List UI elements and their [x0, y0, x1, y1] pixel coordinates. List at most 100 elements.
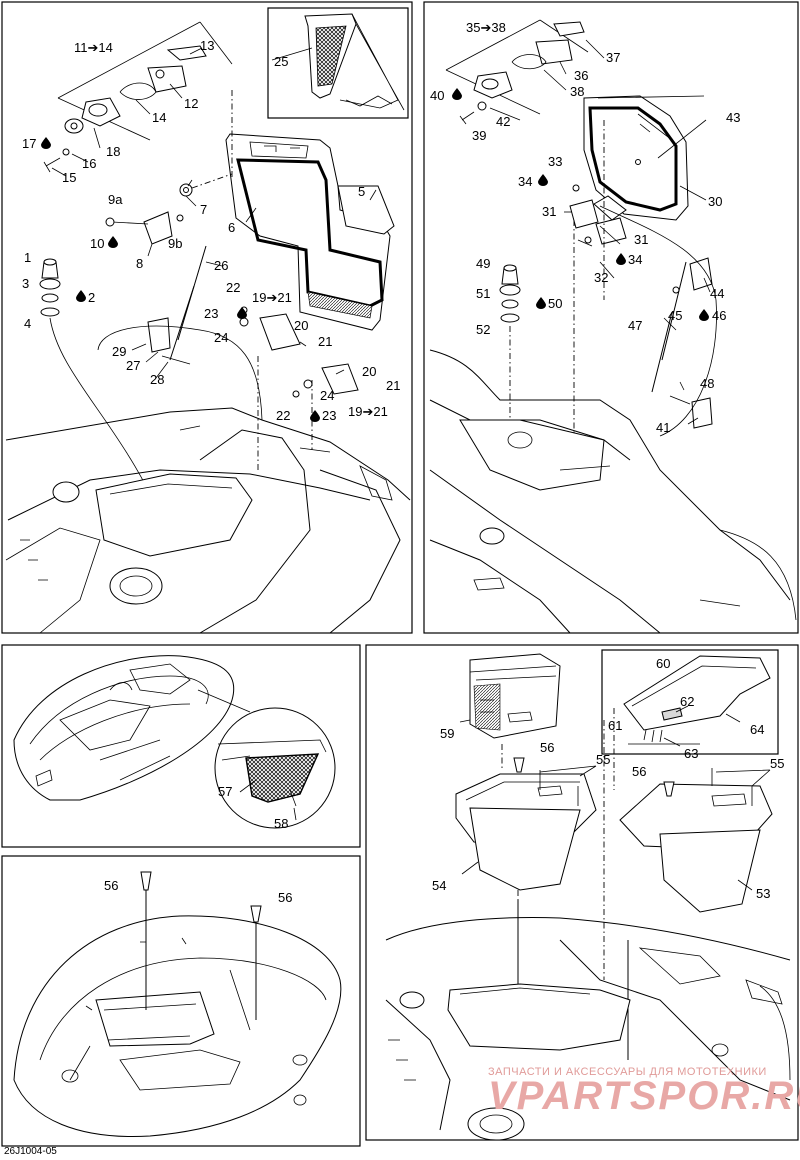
callout-42: 42	[496, 114, 510, 129]
callout-27: 27	[126, 358, 140, 373]
callout-8: 8	[136, 256, 143, 271]
callout-31a: 31	[542, 204, 556, 219]
rear-storage-drawing	[429, 19, 797, 634]
drop-icon	[76, 290, 86, 302]
callout-26: 26	[214, 258, 228, 273]
drop-icon	[41, 137, 51, 149]
diagram-code: 26J1004-05	[4, 1146, 57, 1157]
callout-25: 25	[274, 54, 288, 69]
storage-bins-drawing	[385, 649, 791, 1141]
front-bin-drawing	[13, 871, 342, 1137]
callout-64: 64	[750, 722, 764, 737]
callout-24b: 24	[320, 388, 334, 403]
callout-7: 7	[200, 202, 207, 217]
callout-60: 60	[656, 656, 670, 671]
callout-59: 59	[440, 726, 454, 741]
drop-icon	[616, 253, 626, 265]
watermark-logo: VPARTSPOR.RU	[488, 1074, 800, 1118]
callout-63: 63	[684, 746, 698, 761]
glovebox-overview-drawing	[13, 655, 336, 829]
callout-20b: 20	[362, 364, 376, 379]
callout-54: 54	[432, 878, 446, 893]
callout-34b: 34	[628, 252, 642, 267]
callout-18: 18	[106, 144, 120, 159]
tray-inset-box	[601, 649, 779, 755]
callout-2: 2	[88, 290, 95, 305]
front-storage-drawing	[5, 7, 411, 634]
callout-6: 6	[228, 220, 235, 235]
callout-28: 28	[150, 372, 164, 387]
callout-35-38: 35➔38	[466, 20, 506, 35]
callout-55b: 55	[770, 756, 784, 771]
callout-3: 3	[22, 276, 29, 291]
callout-55a: 55	[596, 752, 610, 767]
watermark-tagline: ЗАПЧАСТИ И АКСЕССУАРЫ ДЛЯ МОТОТЕХНИКИ	[488, 1066, 767, 1078]
callout-56d: 56	[632, 764, 646, 779]
drop-icon	[538, 174, 548, 186]
watermark: ЗАПЧАСТИ И АКСЕССУАРЫ ДЛЯ МОТОТЕХНИКИ VP…	[488, 1066, 800, 1119]
callout-24a: 24	[214, 330, 228, 345]
drop-icon	[452, 88, 462, 100]
drop-icon	[310, 410, 320, 422]
callout-15: 15	[62, 170, 76, 185]
callout-48: 48	[700, 376, 714, 391]
panel-front-bin-install	[1, 855, 361, 1147]
callout-17: 17	[22, 136, 36, 151]
callout-19-21b: 19➔21	[348, 404, 388, 419]
callout-51: 51	[476, 286, 490, 301]
panel-storage-bins	[365, 644, 799, 1141]
callout-58: 58	[274, 816, 288, 831]
callout-4: 4	[24, 316, 31, 331]
callout-21a: 21	[318, 334, 332, 349]
callout-30: 30	[708, 194, 722, 209]
callout-19-21a: 19➔21	[252, 290, 292, 305]
callout-52: 52	[476, 322, 490, 337]
callout-5: 5	[358, 184, 365, 199]
callout-38: 38	[570, 84, 584, 99]
callout-14: 14	[152, 110, 166, 125]
callout-20a: 20	[294, 318, 308, 333]
callout-53: 53	[756, 886, 770, 901]
callout-49: 49	[476, 256, 490, 271]
callout-57: 57	[218, 784, 232, 799]
callout-44: 44	[710, 286, 724, 301]
callout-41: 41	[656, 420, 670, 435]
callout-39: 39	[472, 128, 486, 143]
callout-10: 10	[90, 236, 104, 251]
leader-lines	[51, 39, 771, 891]
callout-36: 36	[574, 68, 588, 83]
callout-11-14: 11➔14	[74, 40, 113, 55]
callout-12: 12	[184, 96, 198, 111]
panel-front-storage	[1, 1, 413, 634]
callout-16: 16	[82, 156, 96, 171]
callout-46: 46	[712, 308, 726, 323]
callout-labels: 11➔14 13 12 14 17 18 16 15 25 5 6 7 9a 1…	[22, 20, 784, 905]
callout-34a: 34	[518, 174, 532, 189]
callout-23a: 23	[204, 306, 218, 321]
drop-icon	[699, 309, 709, 321]
callout-9b: 9b	[168, 236, 182, 251]
callout-22b: 22	[276, 408, 290, 423]
callout-56a: 56	[104, 878, 118, 893]
callout-13: 13	[200, 38, 214, 53]
callout-56c: 56	[540, 740, 554, 755]
callout-32: 32	[594, 270, 608, 285]
callout-31b: 31	[634, 232, 648, 247]
callout-62: 62	[680, 694, 694, 709]
callout-23b: 23	[322, 408, 336, 423]
panel-glovebox-overview	[1, 644, 361, 848]
callout-29: 29	[112, 344, 126, 359]
drop-icon	[536, 297, 546, 309]
callout-47: 47	[628, 318, 642, 333]
callout-61: 61	[608, 718, 622, 733]
callout-9a: 9a	[108, 192, 123, 207]
drop-icon	[108, 236, 118, 248]
callout-43: 43	[726, 110, 740, 125]
callout-37: 37	[606, 50, 620, 65]
callout-1: 1	[24, 250, 31, 265]
panel-rear-storage	[423, 1, 799, 634]
callout-50: 50	[548, 296, 562, 311]
callout-56b: 56	[278, 890, 292, 905]
